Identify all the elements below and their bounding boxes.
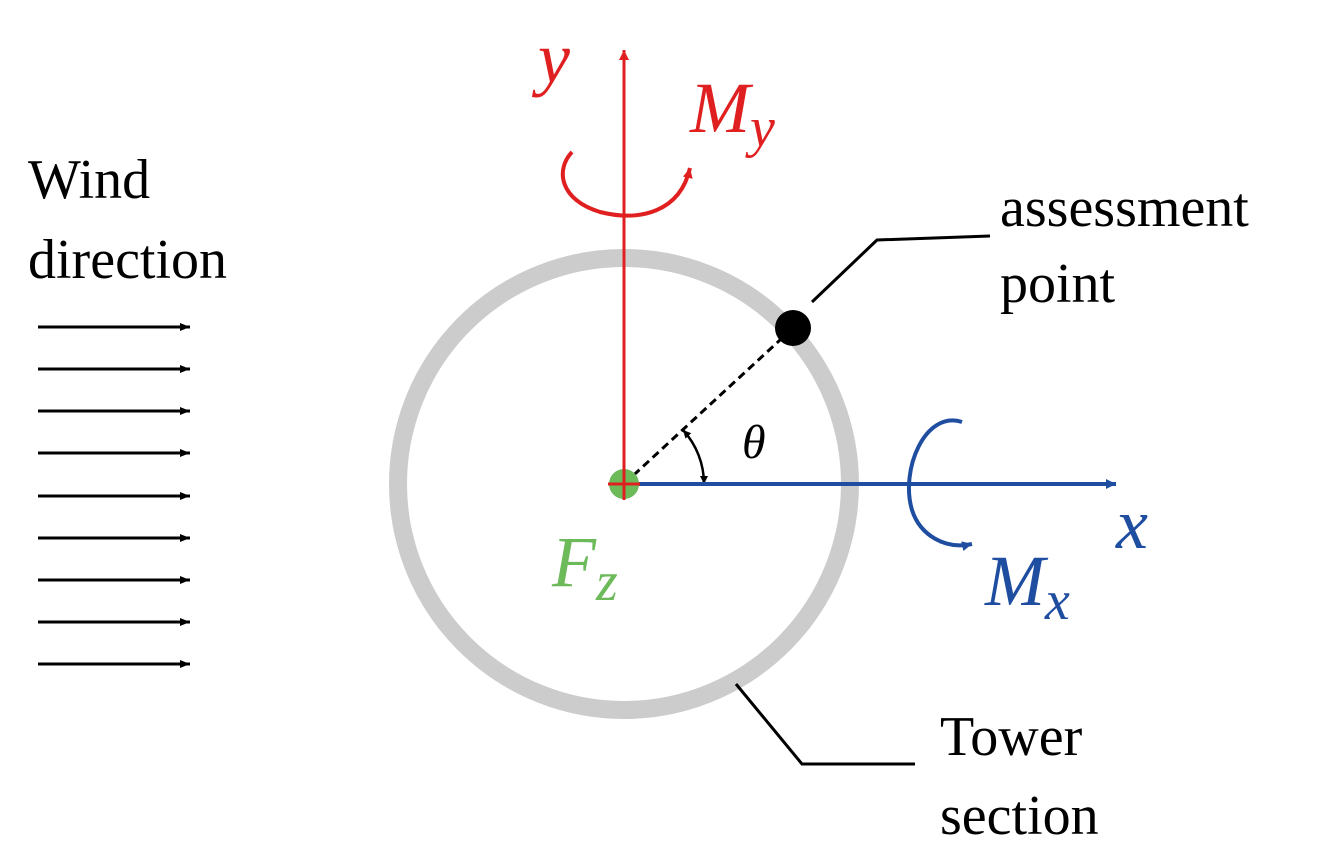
tower-label-line2: section — [940, 785, 1099, 847]
tower-label-line1: Tower — [940, 706, 1083, 768]
tower-callout-line — [734, 683, 915, 766]
y-axis-label: y — [531, 18, 570, 98]
moment-x-main: M — [984, 541, 1049, 621]
moment-y-sub: y — [745, 97, 775, 159]
moment-x-sub: x — [1044, 570, 1070, 632]
assessment-point-icon — [775, 310, 811, 346]
moment-y-rotation-icon — [560, 150, 693, 218]
assessment-label-line2: point — [1000, 253, 1116, 315]
assessment-radius-line — [622, 326, 795, 486]
wind-arrows — [38, 323, 190, 668]
moment-x-rotation-icon — [906, 418, 973, 552]
assessment-label-line1: assessment — [1000, 177, 1249, 239]
angle-theta-label: θ — [742, 416, 766, 469]
x-axis-label: x — [1115, 484, 1148, 564]
wind-label-line2: direction — [28, 229, 227, 291]
force-z-main: F — [551, 522, 597, 602]
wind-label-line1: Wind — [28, 149, 150, 211]
assessment-callout-line — [810, 234, 991, 304]
moment-x-label: Mx — [984, 541, 1070, 632]
moment-y-main: M — [689, 68, 754, 148]
force-z-label: Fz — [551, 522, 618, 613]
force-z-sub: z — [595, 551, 618, 613]
moment-y-label: My — [689, 68, 775, 159]
angle-arc — [682, 429, 708, 485]
